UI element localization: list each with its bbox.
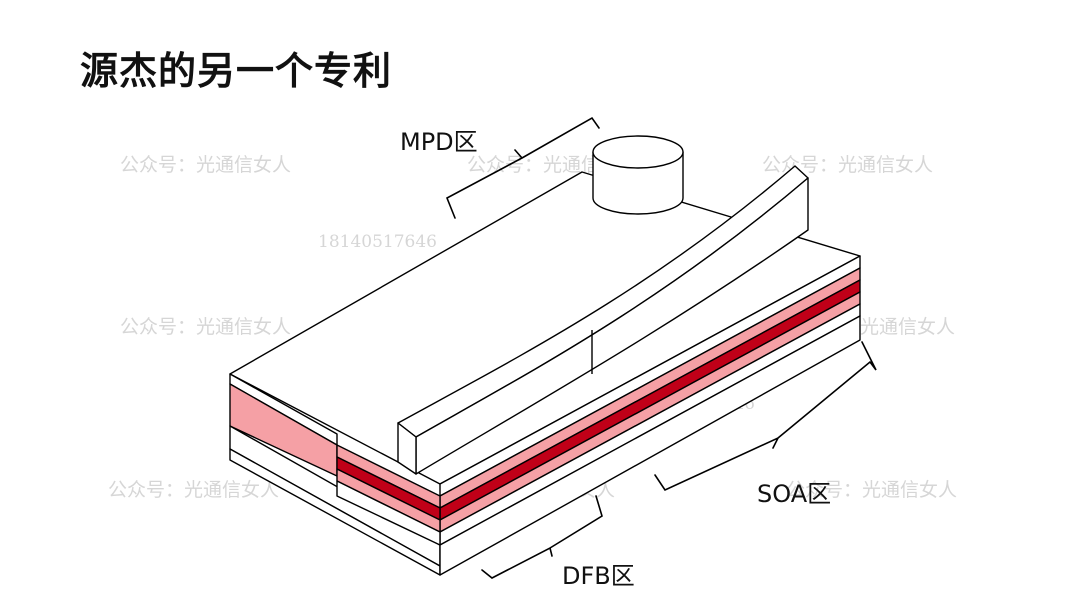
watermark-text: 公众号：光通信女人 xyxy=(108,479,280,501)
mpd-region-label: MPD区 xyxy=(400,128,478,156)
ridge-waveguide-front xyxy=(397,422,417,475)
ridge-waveguide-side xyxy=(415,177,809,475)
dfb-region-label: DFB区 xyxy=(562,562,635,590)
watermark-text: 公众号：光通信女人 xyxy=(120,154,292,176)
watermark-phone: 18140517646 xyxy=(318,232,437,252)
mpd-cylinder-body xyxy=(592,151,684,215)
watermark-text: 公众号：光通信女人 xyxy=(786,479,958,501)
soa-region-label: SOA区 xyxy=(757,480,832,508)
mpd-cylinder-top xyxy=(592,135,684,169)
soa-bracket xyxy=(654,341,877,492)
dfb-bracket xyxy=(481,495,603,579)
mpd-bracket xyxy=(445,116,600,219)
page-title: 源杰的另一个专利 xyxy=(80,49,393,93)
side-face-substrate xyxy=(439,315,861,576)
watermark-text: 公众号：光通信女人 xyxy=(762,154,934,176)
watermark-text: 公众号：光通信女人 xyxy=(120,316,292,338)
